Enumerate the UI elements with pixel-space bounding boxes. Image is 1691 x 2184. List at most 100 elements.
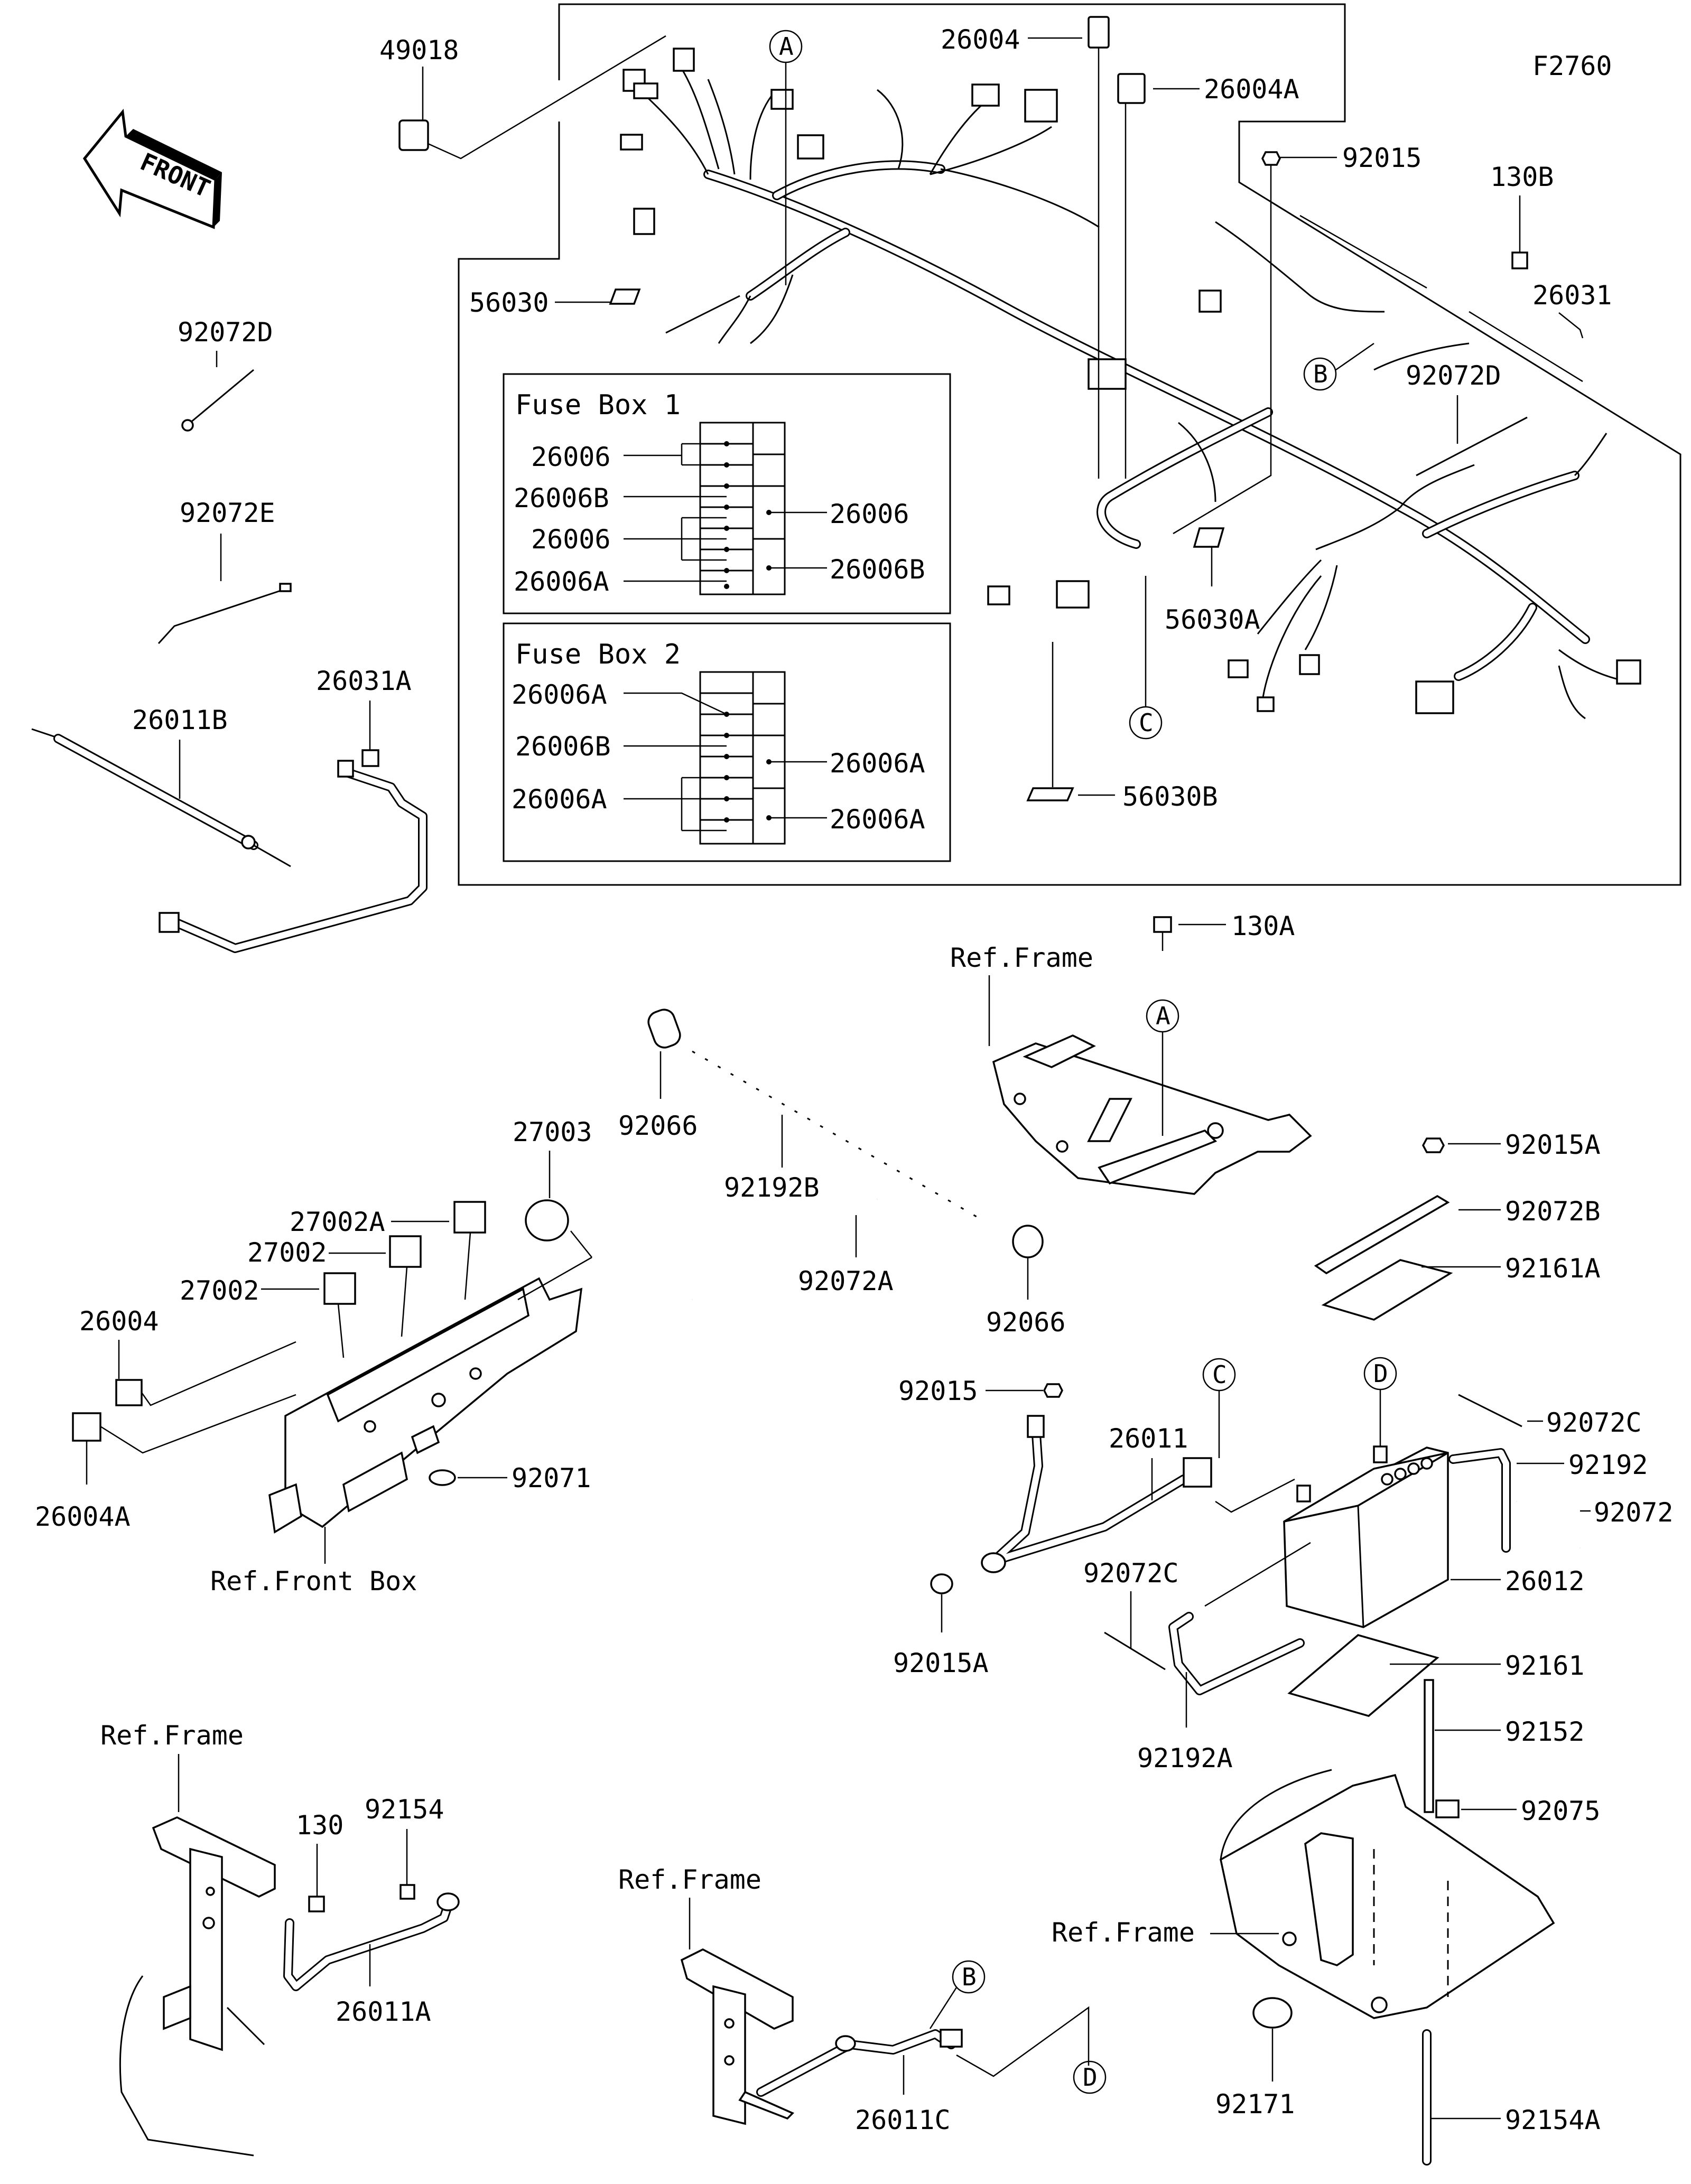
svg-text:27003: 27003 bbox=[513, 1117, 592, 1147]
svg-text:Ref.Frame: Ref.Frame bbox=[618, 1864, 761, 1895]
label-92152: 92152 bbox=[1424, 1679, 1585, 1813]
fuse-box-2: Fuse Box 2 26006A 26006B 26006A 26006A 2… bbox=[503, 622, 951, 862]
svg-text:26006B: 26006B bbox=[514, 483, 609, 514]
label-27002-a: 27002 bbox=[247, 1235, 422, 1337]
svg-text:A: A bbox=[1156, 1002, 1170, 1030]
label-92192A: 92192A bbox=[1137, 1542, 1311, 1774]
callout-b-bottom: B bbox=[929, 1960, 986, 2029]
label-130B: 130B bbox=[1490, 162, 1554, 269]
label-92072A: 92072A bbox=[691, 1196, 894, 1303]
svg-text:92071: 92071 bbox=[512, 1463, 591, 1494]
svg-text:26006: 26006 bbox=[531, 524, 611, 555]
label-92072E: 92072E bbox=[157, 498, 292, 645]
svg-text:26006A: 26006A bbox=[512, 679, 607, 710]
label-130: 130 bbox=[296, 1810, 343, 1912]
label-26011: 26011 bbox=[981, 1415, 1295, 1573]
svg-text:26004: 26004 bbox=[79, 1306, 159, 1337]
svg-text:27002: 27002 bbox=[180, 1275, 259, 1306]
front-arrow-icon: FRONT bbox=[82, 108, 222, 229]
svg-text:Ref.Frame: Ref.Frame bbox=[100, 1720, 244, 1751]
label-56030: 56030 bbox=[469, 287, 641, 318]
svg-text:92072D: 92072D bbox=[178, 317, 273, 348]
main-harness-frame bbox=[458, 3, 1681, 886]
callout-d-bottom: D bbox=[956, 2006, 1107, 2094]
svg-text:26004A: 26004A bbox=[35, 1501, 131, 1532]
svg-text:B: B bbox=[1313, 360, 1328, 388]
svg-text:26006A: 26006A bbox=[830, 804, 925, 835]
svg-text:92066: 92066 bbox=[986, 1307, 1066, 1338]
svg-text:26011B: 26011B bbox=[132, 705, 228, 735]
label-27002A: 27002A bbox=[290, 1201, 486, 1300]
label-92015-top: 92015 bbox=[1173, 143, 1422, 535]
svg-text:92072E: 92072E bbox=[180, 498, 275, 528]
label-49018: 49018 bbox=[379, 35, 666, 160]
svg-text:92015: 92015 bbox=[1342, 143, 1422, 173]
ref-frame-bm: Ref.Frame bbox=[618, 1864, 795, 2125]
callout-a-frame: A bbox=[1146, 999, 1179, 1136]
label-92192B: 92192B bbox=[683, 1042, 992, 1229]
label-26004A-top: 26004A bbox=[1117, 73, 1299, 479]
svg-text:56030: 56030 bbox=[469, 287, 549, 318]
callout-a-top: A bbox=[769, 30, 803, 285]
svg-text:92072C: 92072C bbox=[1083, 1558, 1179, 1589]
svg-text:49018: 49018 bbox=[379, 35, 459, 66]
label-130A: 130A bbox=[1153, 911, 1295, 951]
svg-text:92015A: 92015A bbox=[1505, 1130, 1601, 1160]
svg-text:92075: 92075 bbox=[1521, 1796, 1601, 1826]
svg-text:26011C: 26011C bbox=[855, 2105, 951, 2135]
callout-b-top: B bbox=[1303, 342, 1374, 391]
label-26011C: 26011C bbox=[756, 2029, 963, 2135]
label-27002-b: 27002 bbox=[180, 1272, 356, 1358]
svg-text:92072A: 92072A bbox=[798, 1266, 894, 1296]
label-92161: 92161 bbox=[1287, 1634, 1585, 1717]
label-26004-mid: 26004 bbox=[79, 1306, 296, 1406]
callout-c-cable: C bbox=[1202, 1358, 1236, 1458]
label-92072C-m: 92072C bbox=[1083, 1558, 1179, 1670]
svg-text:D: D bbox=[1083, 2063, 1098, 2092]
svg-text:26006B: 26006B bbox=[830, 554, 925, 585]
label-26004-top: 26004 bbox=[941, 16, 1110, 479]
svg-text:26006A: 26006A bbox=[830, 748, 925, 779]
svg-text:26004: 26004 bbox=[941, 24, 1020, 55]
label-26011A: 26011A bbox=[283, 1892, 460, 2027]
label-92072B: 92072B bbox=[1314, 1194, 1601, 1275]
label-27003: 27003 bbox=[513, 1117, 592, 1301]
svg-text:26006: 26006 bbox=[531, 442, 611, 472]
svg-text:92015: 92015 bbox=[898, 1376, 978, 1406]
svg-text:92072: 92072 bbox=[1594, 1497, 1674, 1528]
svg-text:26031A: 26031A bbox=[316, 666, 412, 696]
label-92015A-r: 92015A bbox=[1422, 1130, 1601, 1160]
svg-text:Ref.Frame: Ref.Frame bbox=[1052, 1917, 1195, 1948]
label-56030B: 56030B bbox=[1026, 642, 1218, 812]
svg-text:26011: 26011 bbox=[1109, 1423, 1188, 1454]
label-92015A-m: 92015A bbox=[893, 1573, 989, 1678]
svg-text:26006B: 26006B bbox=[515, 731, 611, 762]
label-92066-bot: 92066 bbox=[986, 1225, 1066, 1338]
svg-text:26006: 26006 bbox=[830, 499, 909, 529]
label-92072D-right: 92072D bbox=[1406, 360, 1528, 477]
front-box: Ref.Front Box bbox=[210, 1277, 583, 1597]
label-92071: 92071 bbox=[429, 1463, 591, 1494]
callout-d-battery: D bbox=[1363, 1357, 1397, 1446]
label-92072: 92072 bbox=[1515, 1497, 1674, 1550]
label-92015-mid: 92015 bbox=[898, 1376, 1063, 1406]
svg-text:26006A: 26006A bbox=[514, 566, 609, 597]
svg-text:92066: 92066 bbox=[618, 1110, 698, 1141]
svg-text:130: 130 bbox=[296, 1810, 343, 1841]
callout-c-top: C bbox=[1129, 576, 1163, 740]
label-92154: 92154 bbox=[365, 1794, 444, 1900]
label-92154A: 92154A bbox=[1422, 2029, 1601, 2166]
svg-text:92161: 92161 bbox=[1505, 1650, 1585, 1681]
svg-text:27002A: 27002A bbox=[290, 1207, 385, 1237]
fuse-box-1: Fuse Box 1 26006 26006B 26006 26006A bbox=[503, 373, 951, 614]
ref-frame-top: Ref.Frame bbox=[950, 942, 1312, 1195]
ref-frame-bl: Ref.Frame bbox=[100, 1720, 276, 2157]
svg-text:130A: 130A bbox=[1231, 911, 1295, 941]
svg-text:92154: 92154 bbox=[365, 1794, 444, 1825]
svg-text:56030B: 56030B bbox=[1122, 781, 1218, 812]
label-26031: 26031 bbox=[1299, 214, 1612, 382]
label-92075: 92075 bbox=[1435, 1796, 1601, 1826]
label-92171: 92171 bbox=[1215, 1997, 1295, 2120]
svg-text:92015A: 92015A bbox=[893, 1648, 989, 1678]
